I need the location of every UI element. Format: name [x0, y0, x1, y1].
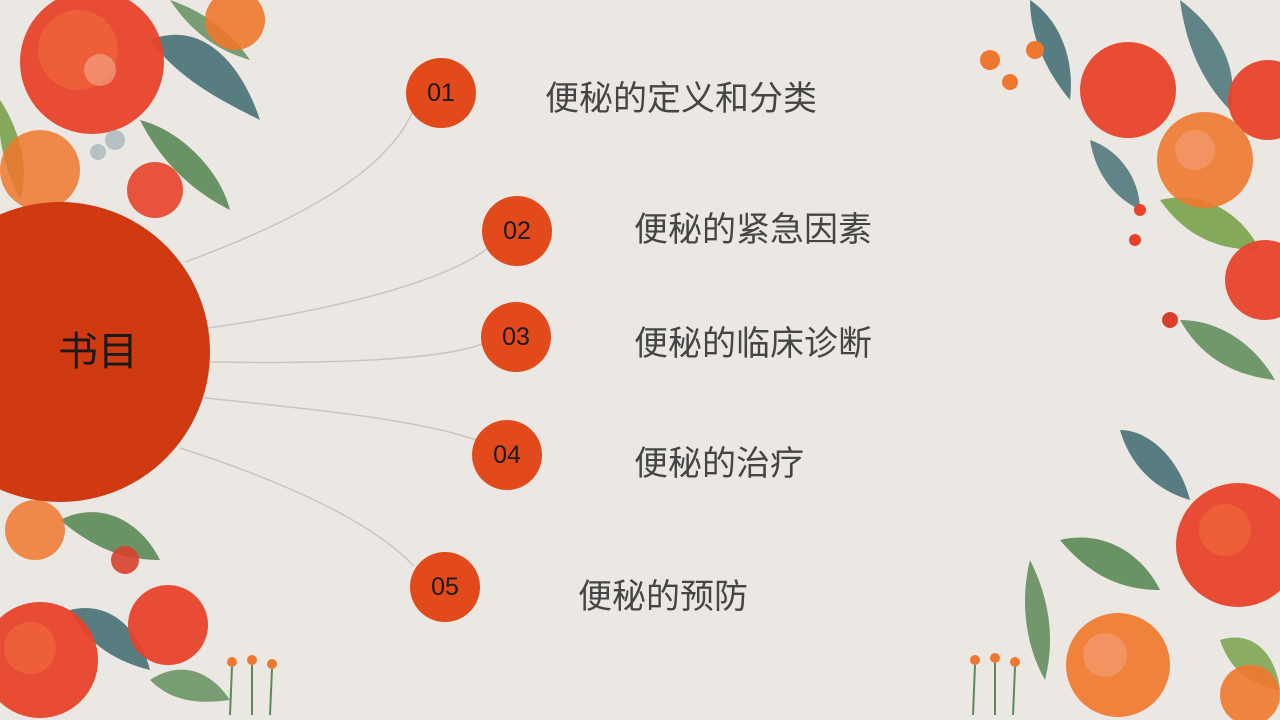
floral-bottom-right [970, 430, 1280, 720]
connector-line-03 [209, 343, 483, 364]
connector-line-01 [184, 107, 415, 263]
connector-line-02 [207, 247, 489, 329]
toc-heading: 书目 [58, 329, 138, 375]
floral-top-right [980, 0, 1280, 380]
toc-item-title-04[interactable]: 便秘的治疗 [634, 444, 804, 484]
floral-top-left [0, 0, 265, 218]
toc-item-number-05[interactable]: 05 [410, 552, 480, 622]
connector-line-04 [204, 397, 477, 441]
connector-line-05 [179, 447, 415, 567]
toc-item-number-01[interactable]: 01 [406, 58, 476, 128]
toc-item-title-03[interactable]: 便秘的临床诊断 [634, 324, 872, 364]
connector-lines [179, 107, 489, 567]
toc-item-number-02[interactable]: 02 [482, 196, 552, 266]
toc-item-title-05[interactable]: 便秘的预防 [578, 577, 748, 617]
toc-item-title-02[interactable]: 便秘的紧急因素 [634, 210, 872, 250]
toc-item-number-04[interactable]: 04 [472, 420, 542, 490]
floral-bottom-left [0, 500, 277, 718]
toc-item-number-03[interactable]: 03 [481, 302, 551, 372]
toc-item-title-01[interactable]: 便秘的定义和分类 [545, 79, 817, 119]
